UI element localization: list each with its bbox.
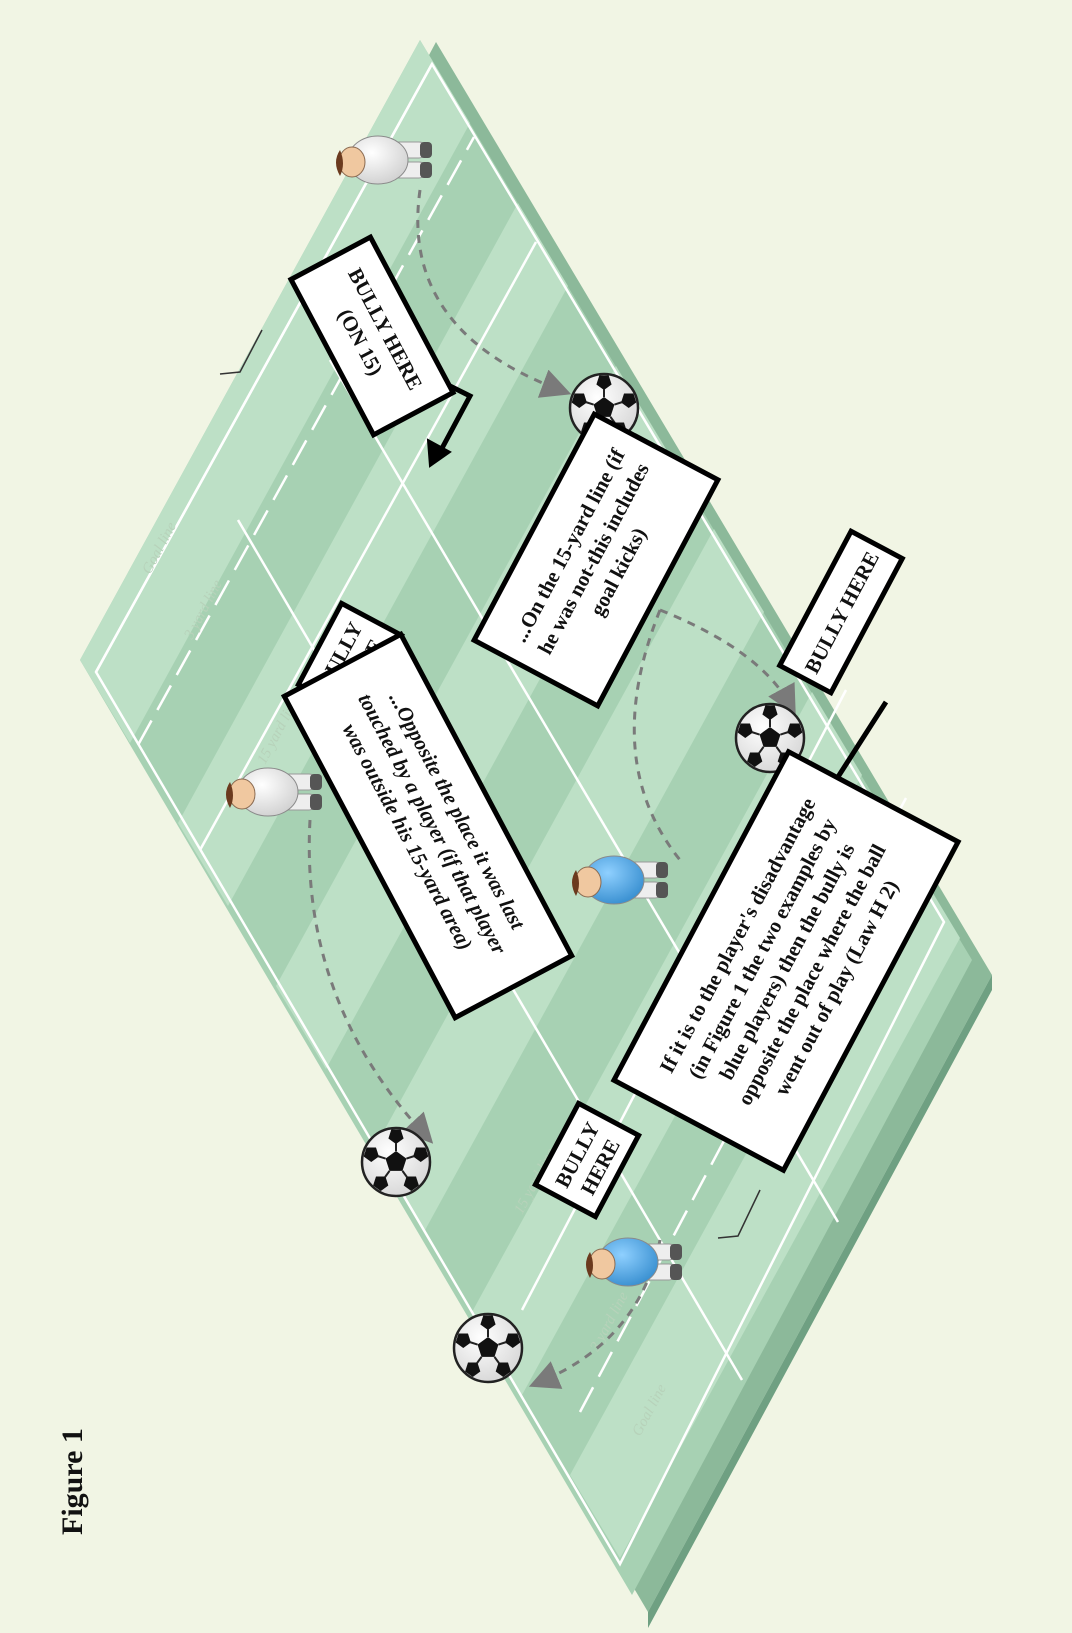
ball-bottom <box>452 1312 524 1384</box>
player-white-mid <box>226 767 322 817</box>
arrow-white-top-to-ball <box>416 189 572 398</box>
arrow-callout-to-ball-mid <box>659 608 796 716</box>
callout-disadvantage: If it is to the player's disadvantage (i… <box>610 748 962 1174</box>
player-white-top <box>336 135 432 185</box>
figure-label: Figure 1 <box>56 1428 89 1535</box>
goal-bottom <box>717 1189 761 1239</box>
callout-bully-here-b: BULLY HERE <box>776 527 906 697</box>
ball-left <box>360 1126 432 1198</box>
goal-top <box>219 329 263 375</box>
player-blue-mid <box>572 855 668 905</box>
arrow-blue-bottom-to-ball <box>528 1239 662 1389</box>
field-edge-right <box>648 975 992 1628</box>
player-blue-bottom <box>586 1237 682 1287</box>
arrow-callout-to-blue-mid <box>632 609 682 861</box>
movement-arrows <box>307 189 796 1389</box>
arrow-white-mid-to-ball <box>307 819 434 1144</box>
